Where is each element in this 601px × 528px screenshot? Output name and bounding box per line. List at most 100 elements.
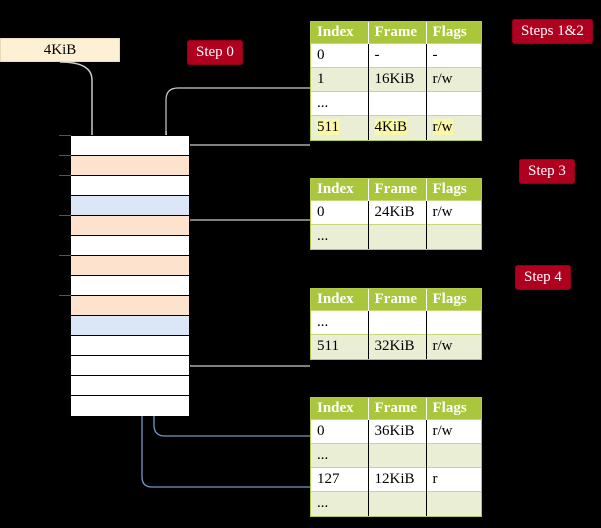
memory-frame-row <box>59 175 189 196</box>
table-row[interactable]: ... <box>311 310 481 335</box>
cell-frame: 4KiB <box>368 115 427 140</box>
table-row[interactable]: ... <box>311 491 481 516</box>
memory-frame-row <box>71 356 189 376</box>
badge-step3: Step 3 <box>519 159 575 184</box>
physical-memory-column <box>59 135 190 416</box>
cell-index: 511 <box>311 115 369 140</box>
source-frame-label: 4KiB <box>43 41 77 58</box>
highlighted-value: r/w <box>432 119 453 136</box>
highlighted-value: 511 <box>317 119 339 136</box>
cell-flags <box>426 443 481 468</box>
column-header-index: Index <box>311 289 369 311</box>
table-row[interactable]: 0-- <box>311 43 481 68</box>
cell-index: 127 <box>311 467 369 492</box>
cell-index: ... <box>311 443 369 468</box>
cell-index: 0 <box>311 200 369 225</box>
cell-index: 0 <box>311 43 369 68</box>
cell-frame: 12KiB <box>368 467 427 492</box>
cell-flags: r <box>426 467 481 492</box>
cell-index: 0 <box>311 419 369 444</box>
table-row[interactable]: ... <box>311 91 481 116</box>
cell-frame: - <box>368 43 427 68</box>
memory-frame-row <box>59 295 189 316</box>
source-frame-box: 4KiB <box>0 38 120 62</box>
cell-flags: - <box>426 43 481 68</box>
memory-tick-mark <box>59 135 71 136</box>
cell-flags: r/w <box>426 200 481 225</box>
column-header-index: Index <box>311 179 369 201</box>
cell-flags: r/w <box>426 334 481 359</box>
cell-frame <box>368 310 427 335</box>
column-header-frame: Frame <box>368 398 427 420</box>
badge-step4: Step 4 <box>515 265 571 290</box>
memory-frame-row <box>71 236 189 256</box>
highlighted-value: 4KiB <box>374 119 408 136</box>
badge-step0: Step 0 <box>187 40 243 65</box>
memory-frame-row <box>71 196 189 216</box>
column-header-flags: Flags <box>426 289 481 311</box>
column-header-flags: Flags <box>426 179 481 201</box>
column-header-frame: Frame <box>368 22 427 44</box>
table-row[interactable]: ... <box>311 224 481 249</box>
cell-flags <box>426 491 481 516</box>
cell-flags: r/w <box>426 115 481 140</box>
column-header-flags: Flags <box>426 22 481 44</box>
wire-step3 <box>176 219 310 254</box>
badge-steps12: Steps 1&2 <box>512 19 593 44</box>
column-header-frame: Frame <box>368 289 427 311</box>
memory-frame-row <box>71 276 189 296</box>
memory-tick-mark <box>59 155 71 156</box>
table-row[interactable]: ... <box>311 443 481 468</box>
memory-frame-row <box>59 215 189 236</box>
cell-frame <box>368 91 427 116</box>
cell-flags <box>426 91 481 116</box>
memory-frame-row <box>59 255 189 276</box>
memory-frame-row <box>59 135 189 156</box>
memory-tick-mark <box>59 295 71 296</box>
column-header-index: Index <box>311 22 369 44</box>
memory-tick-mark <box>59 255 71 256</box>
cell-frame: 36KiB <box>368 419 427 444</box>
memory-tick-mark <box>59 175 71 176</box>
cell-frame <box>368 443 427 468</box>
memory-frame-row <box>71 376 189 396</box>
cell-frame <box>368 224 427 249</box>
cell-index: ... <box>311 91 369 116</box>
cell-flags: r/w <box>426 419 481 444</box>
column-header-frame: Frame <box>368 179 427 201</box>
cell-index: ... <box>311 310 369 335</box>
wire-step4 <box>174 316 310 367</box>
memory-frame-row <box>71 336 189 356</box>
cell-flags <box>426 224 481 249</box>
cell-flags <box>426 310 481 335</box>
cell-index: ... <box>311 491 369 516</box>
cell-index: 1 <box>311 67 369 92</box>
cell-frame: 24KiB <box>368 200 427 225</box>
memory-frame-row <box>59 155 189 176</box>
memory-tick-mark <box>59 215 71 216</box>
cell-frame <box>368 491 427 516</box>
table-row[interactable]: 511 4KiB r/w <box>311 115 481 140</box>
column-header-index: Index <box>311 398 369 420</box>
column-header-flags: Flags <box>426 398 481 420</box>
cell-frame: 16KiB <box>368 67 427 92</box>
cell-frame: 32KiB <box>368 334 427 359</box>
memory-frame-row <box>71 316 189 336</box>
memory-frame-row <box>71 396 189 416</box>
cell-flags: r/w <box>426 67 481 92</box>
cell-index: 511 <box>311 334 369 359</box>
